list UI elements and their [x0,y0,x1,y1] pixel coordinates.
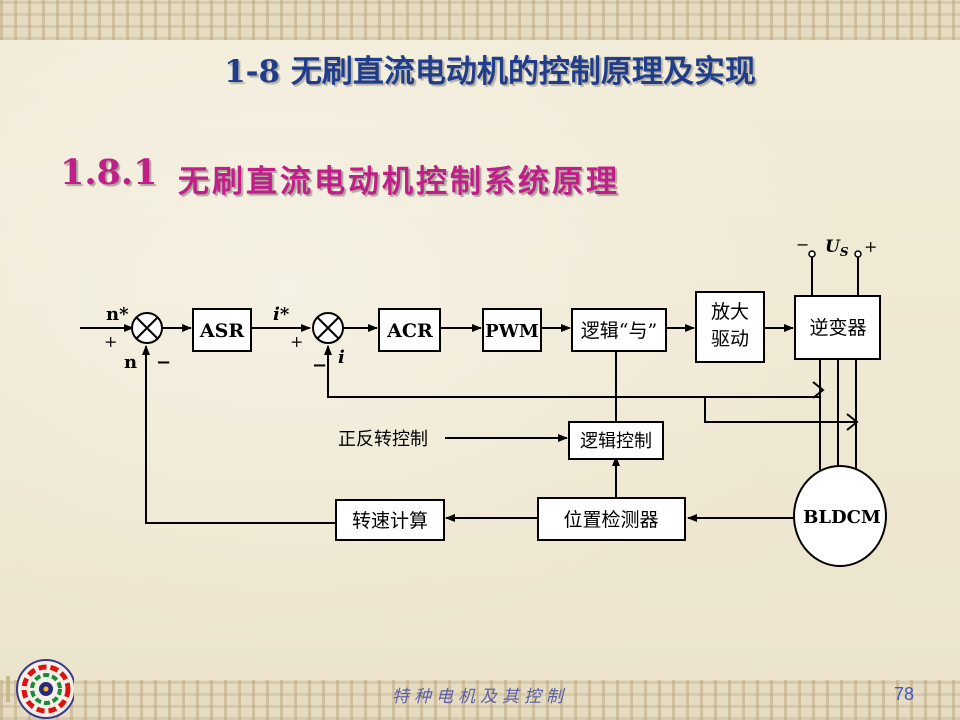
inverter-block [794,295,881,360]
speed-minus-sign: − [156,352,171,373]
bldcm-label: BLDCM [803,507,881,528]
speed-summing-junction [131,312,163,344]
section-title: 无刷直流电动机控制系统原理 [178,164,620,200]
i-feedback-label: i [338,347,345,368]
speed-plus-sign: + [104,332,117,351]
asr-block [192,308,252,352]
amp-label-line1: 放大 [711,301,749,323]
current-sensor-mark-1 [812,381,825,399]
supply-voltage-label: US [825,237,849,259]
logic-and-label: 逻辑“与” [581,320,657,342]
logic-control-label: 逻辑控制 [580,431,652,452]
current-tap-line [704,397,856,423]
speed-calc-label: 转速计算 [352,510,428,532]
bottom-decorative-band [0,680,960,720]
current-plus-sign: + [290,332,303,351]
speed-feedback-line [142,345,336,524]
bldcm-motor [793,465,887,567]
amp-label-line2: 驱动 [711,328,749,350]
position-detector-block [537,497,686,541]
acr-label: ACR [386,320,433,342]
acr-block [378,308,441,352]
supply-terminal-positive [854,250,862,258]
speed-calc-block [335,499,445,541]
page-number: 78 [894,684,915,704]
top-decorative-band [0,0,960,40]
supply-terminal-negative [808,250,816,258]
section-number: 1.8.1 [60,152,158,193]
current-summing-junction [312,312,344,344]
current-minus-sign: − [312,355,327,376]
supply-plus-sign: + [864,237,877,256]
position-detector-label: 位置检测器 [563,509,658,531]
amp-driver-block [695,291,765,363]
logic-and-block [571,308,667,352]
asr-label: ASR [199,320,244,342]
supply-minus-sign: − [796,235,809,254]
university-logo-icon [6,659,74,719]
course-name: 特种电机及其控制 [392,687,568,707]
i-ref-label: i* [273,304,290,325]
slide-title: 1-8 无刷直流电动机的控制原理及实现 [224,54,756,90]
inverter-label: 逆变器 [809,317,866,339]
pwm-block [482,308,542,352]
pwm-label: PWM [485,321,539,342]
logic-control-block [568,421,664,460]
current-feedback-line [324,345,820,398]
n-feedback-label: n [124,352,137,373]
n-ref-label: n* [106,304,129,325]
forward-reverse-label: 正反转控制 [338,429,428,450]
